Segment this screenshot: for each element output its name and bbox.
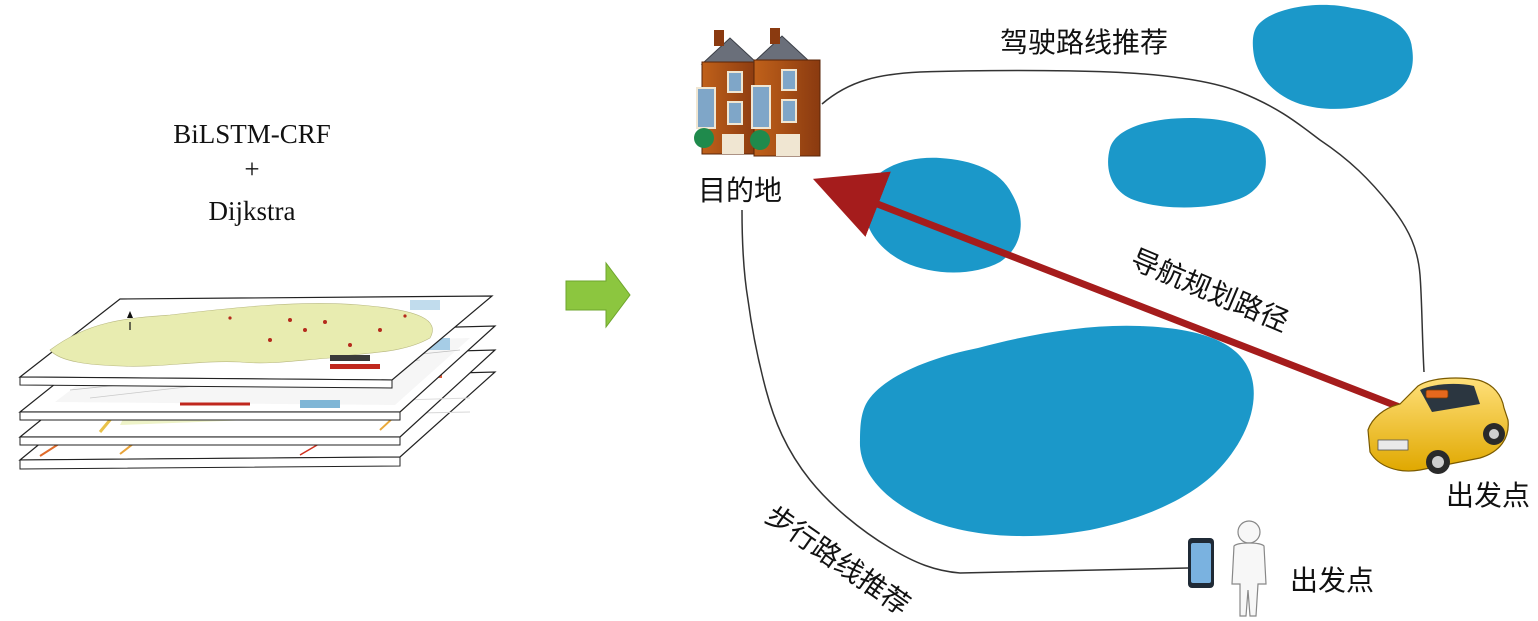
map-layer-1 xyxy=(18,295,494,389)
origin-person-label: 出发点 xyxy=(1290,564,1374,597)
method-line-2: + xyxy=(244,154,259,184)
person-icon xyxy=(1231,520,1267,617)
driving-route-line xyxy=(821,69,1425,373)
navigation-path-label: 导航规划路径 xyxy=(1126,242,1294,338)
taxi-icon xyxy=(1367,377,1509,474)
destination-label: 目的地 xyxy=(698,174,782,207)
right-arrow-icon xyxy=(565,261,631,329)
driving-route-label: 驾驶路线推荐 xyxy=(1000,26,1168,59)
method-line-1: BiLSTM-CRF xyxy=(173,119,331,149)
navigation-path-arrow xyxy=(812,171,1404,412)
origin-car-label: 出发点 xyxy=(1446,479,1530,512)
walking-route-label: 步行路线推荐 xyxy=(759,499,916,621)
method-line-3: Dijkstra xyxy=(209,196,296,226)
lake-top-right xyxy=(1252,4,1413,109)
phone-icon xyxy=(1188,538,1214,588)
lake-middle-left xyxy=(864,157,1021,273)
house-icon xyxy=(694,28,821,157)
lake-middle-right xyxy=(1108,118,1266,208)
walking-route-line xyxy=(741,209,1189,574)
lake-bottom-large xyxy=(860,325,1254,537)
map-layers-icon xyxy=(18,295,497,470)
